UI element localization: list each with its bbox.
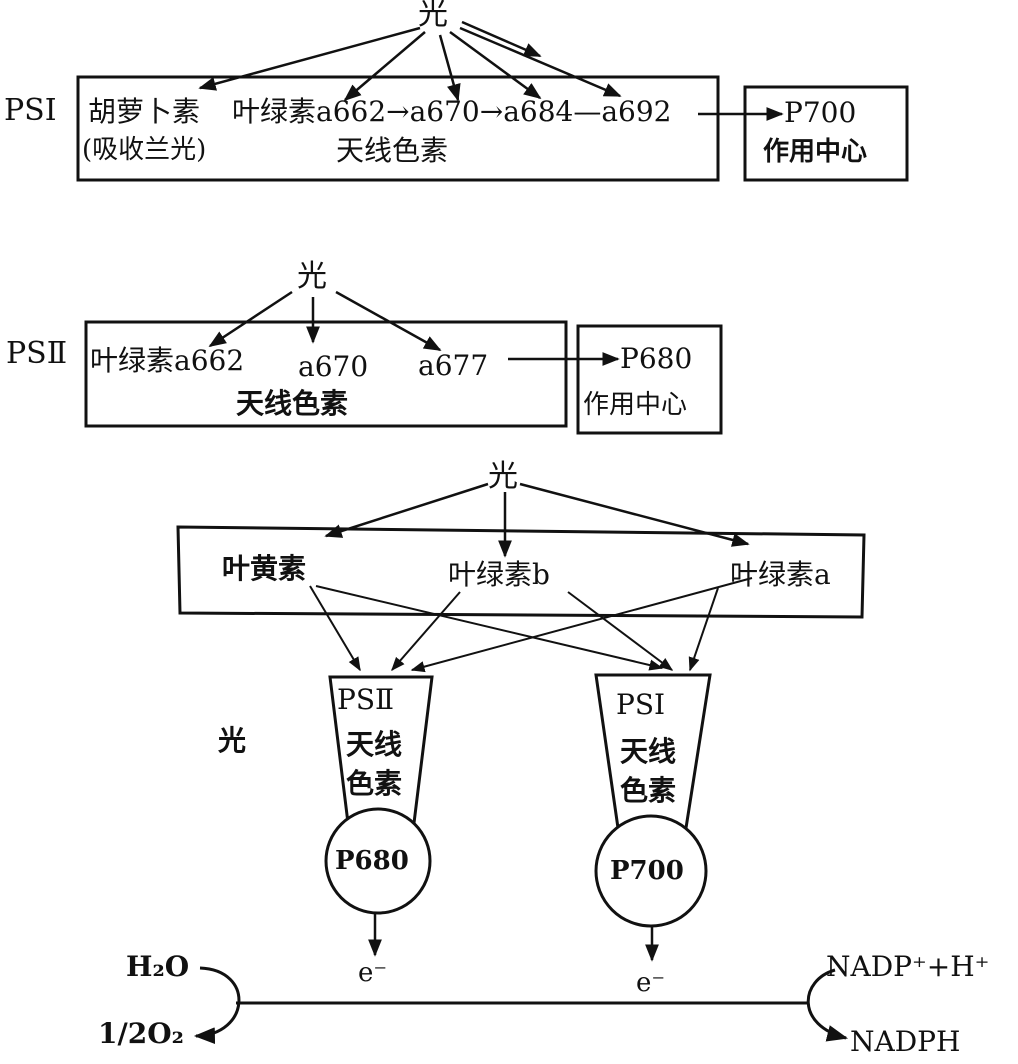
ps1-label: PSⅠ <box>4 93 57 128</box>
nadph-label: NADPH <box>850 1025 961 1058</box>
ps2-light-arrows <box>208 290 442 352</box>
ps2-a677: a677 <box>418 349 489 382</box>
p680-circle <box>324 807 432 915</box>
ps1-antenna-label: 天线色素 <box>336 134 449 167</box>
ps2-center-box <box>576 324 723 435</box>
chl-a-label: 叶绿素a <box>730 558 831 591</box>
ps1-pigment-chain: 叶绿素a662→a670→a684—a692 <box>232 95 672 128</box>
ps2-light-label: 光 <box>297 259 327 294</box>
ps1-center-role: 作用中心 <box>763 137 868 167</box>
funnel-ps2-label: PSⅡ <box>337 683 395 716</box>
p700-center-name: P700 <box>784 96 857 129</box>
p680-label: P680 <box>335 846 409 876</box>
combined-light-label: 光 <box>488 459 518 494</box>
electron-label-ps1: e⁻ <box>636 968 666 998</box>
combined-light-arrows <box>324 482 750 558</box>
blue-light-note: (吸收兰光) <box>82 135 207 165</box>
p700-label: P700 <box>610 856 684 886</box>
p680-center-name: P680 <box>620 342 693 375</box>
ps2-a670: a670 <box>298 350 369 383</box>
funnel-ps1-antenna-1: 天线 <box>620 735 677 768</box>
funnel-ps1-label: PSⅠ <box>616 688 666 721</box>
ps2-antenna-label: 天线色素 <box>236 387 349 420</box>
xanthophyll-label: 叶黄素 <box>222 552 307 585</box>
water-split-curve <box>193 966 241 1045</box>
electron-label-ps2: e⁻ <box>358 958 388 988</box>
nadp-input-label: NADP⁺+H⁺ <box>826 950 990 983</box>
ps1-antenna-box <box>76 75 720 182</box>
ps2-antenna-box <box>84 320 568 428</box>
funnel-ps2-antenna-2: 色素 <box>346 767 403 800</box>
chl-b-label: 叶绿素b <box>448 558 550 591</box>
ps2-chl-a662: 叶绿素a662 <box>90 344 245 377</box>
ps2-label: PSⅡ <box>6 336 68 371</box>
ps1-light-label: 光 <box>418 0 448 32</box>
ps1-light-arrows <box>198 20 622 102</box>
water-label: H₂O <box>126 950 190 983</box>
side-light-label: 光 <box>218 724 247 757</box>
pigment-to-ps-arrows <box>309 577 753 673</box>
ps1-center-box <box>743 85 909 182</box>
funnel-ps2-antenna-1: 天线 <box>346 728 403 761</box>
half-oxygen-label: 1/2O₂ <box>98 1017 184 1050</box>
nadp-reduction-curve <box>806 968 849 1042</box>
ps2-center-role: 作用中心 <box>583 390 688 420</box>
funnel-ps1-antenna-2: 色素 <box>620 774 677 807</box>
carotene-label: 胡萝卜素 <box>88 95 201 128</box>
pigment-band <box>176 525 866 619</box>
